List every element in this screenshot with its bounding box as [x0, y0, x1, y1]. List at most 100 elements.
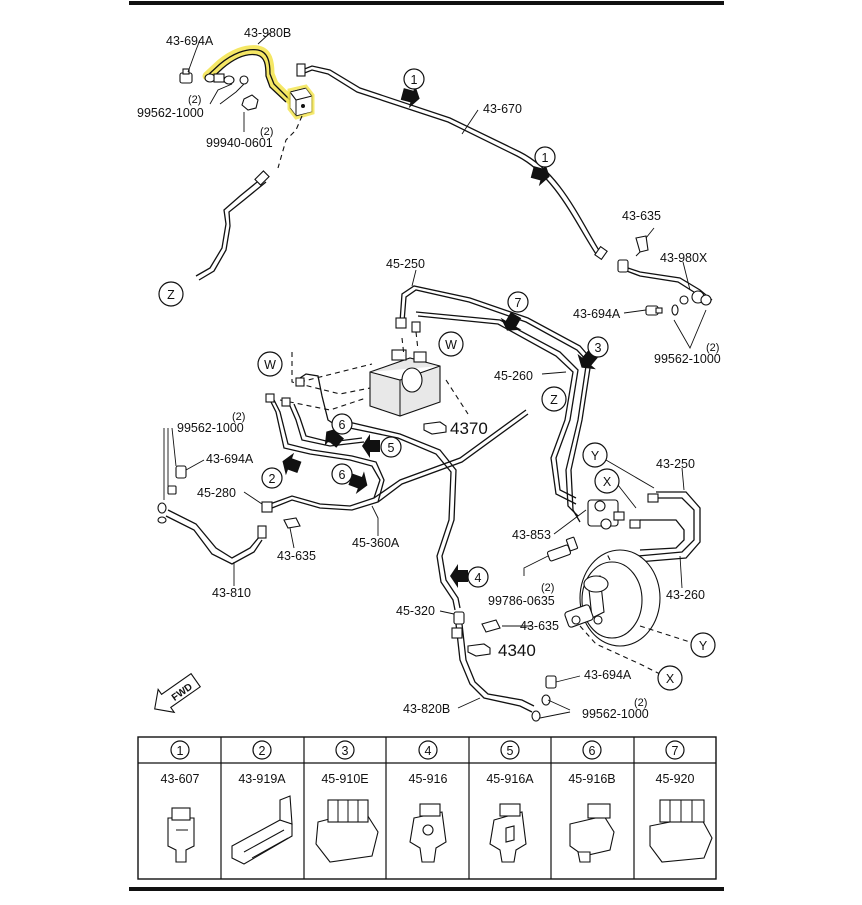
callout-1b-text: 1 [542, 151, 549, 165]
pipe-left-upper-inner [271, 399, 385, 511]
pipe-to-z [195, 177, 263, 277]
washer-left-2 [157, 516, 167, 524]
pipe-45-320-inner [339, 425, 456, 611]
dash-hu-2 [299, 363, 373, 383]
callout-W-left: W [257, 351, 283, 377]
callout-5: 5 [380, 436, 402, 458]
pipe-45-320 [339, 419, 461, 609]
callout-7-text: 7 [515, 296, 522, 310]
callout-Z-mid-text: Z [550, 393, 558, 407]
label-43-810: 43-810 [212, 586, 251, 600]
callout-W-left-text: W [264, 358, 276, 372]
washer-left-1 [157, 502, 167, 514]
label-qty-f: (2) [634, 697, 647, 709]
legend-num-4: 4 [425, 744, 432, 758]
label-45-280: 45-280 [197, 486, 236, 500]
label-45-260-top: 45-260 [494, 369, 533, 383]
label-43-820B: 43-820B [403, 702, 450, 716]
label-43-260: 43-260 [666, 588, 705, 602]
label-99940: 99940-0601 [206, 136, 273, 150]
arrow-1a [400, 84, 420, 109]
dash-hu-3 [279, 397, 367, 411]
fitting-45-280 [261, 501, 273, 513]
label-qty-c: (2) [706, 342, 719, 354]
clip-43-919A-icon [231, 795, 293, 865]
legend-num-1: 1 [177, 744, 184, 758]
legend-part-5: 45-916A [486, 772, 534, 786]
pipe-45-250 [399, 285, 593, 361]
fitting-45-250 [395, 317, 407, 329]
dash-4370 [445, 379, 469, 415]
callout-6b: 6 [331, 463, 353, 485]
callout-1a: 1 [403, 68, 425, 90]
legend-num-3: 3 [342, 744, 349, 758]
label-43-694A-bottom: 43-694A [584, 668, 632, 682]
arrow-6a [324, 427, 344, 448]
legend-col-3: 3 45-910E [315, 740, 379, 863]
legend-col-1: 1 43-607 [161, 740, 200, 863]
banjo-980X [679, 290, 712, 306]
label-99562-bottom: 99562-1000 [582, 707, 649, 721]
pipe-43-980B [206, 48, 291, 101]
legend-num-5: 5 [507, 744, 514, 758]
pipe-to-z-inner [198, 181, 267, 281]
bolt-99786 [546, 536, 579, 562]
label-qty-d: (2) [232, 411, 245, 423]
clip-45-910E-icon [315, 799, 379, 863]
legend-num-7: 7 [672, 744, 679, 758]
clip-45-916B-icon [569, 803, 615, 863]
label-43-853: 43-853 [512, 528, 551, 542]
legend-col-4: 4 45-916 [409, 740, 448, 863]
callout-Z-left-text: Z [167, 288, 175, 302]
arrow-6b [348, 471, 368, 494]
clip-45-920-icon [649, 799, 713, 863]
bottom-rule [129, 887, 724, 891]
pipe-43-670-inner [301, 69, 597, 255]
washer-right [671, 304, 679, 316]
dash-hu-4 [401, 337, 405, 357]
hose-43-820B-inner [461, 623, 535, 707]
pipe-to-z2 [373, 409, 527, 499]
dashed-junction-down [277, 115, 303, 169]
label-43-635-top: 43-635 [622, 209, 661, 223]
callout-W-right-text: W [445, 338, 457, 352]
clip-43-635-top [635, 235, 649, 257]
fitting-43-260 [629, 519, 641, 529]
pointing-hand-icon-4340 [467, 643, 491, 657]
fitting-980X-left [617, 259, 629, 273]
legend-col-7: 7 45-920 [649, 740, 713, 863]
pipe-to-z2-inner [377, 413, 529, 503]
leader-lines [163, 32, 707, 719]
arrow-4 [450, 564, 468, 588]
arrow-5 [362, 434, 380, 458]
pipe-45-260-b [565, 365, 587, 517]
fitting-43-694A-top [179, 68, 193, 84]
bolt-43-694A-right [645, 305, 663, 316]
legend-part-1: 43-607 [161, 772, 200, 786]
callout-X-bottom: X [657, 665, 683, 691]
fitting-left-3 [265, 393, 275, 403]
dash-hu-1 [291, 352, 371, 395]
highlight-junction [287, 84, 315, 120]
label-43-635-left: 43-635 [277, 549, 316, 563]
fitting-left-2 [281, 397, 291, 407]
hose-43-810-inner [165, 515, 263, 565]
callout-1a-text: 1 [411, 73, 418, 87]
lead-X-top [617, 484, 637, 509]
pipe-45-250-inner [403, 289, 589, 363]
clip-45-916-icon [409, 803, 447, 863]
label-99562-top: 99562-1000 [137, 106, 204, 120]
label-4370: 4370 [450, 419, 488, 438]
fitting-left-top [295, 377, 305, 387]
callout-6b-text: 6 [339, 468, 346, 482]
label-qty-a: (2) [188, 94, 201, 106]
callout-Y-bottom: Y [690, 632, 716, 658]
pipe-43-980X [621, 265, 713, 301]
legend-col-2: 2 43-919A [231, 740, 293, 865]
fitting-z-pipe [254, 170, 270, 186]
label-43-694A-right: 43-694A [573, 307, 621, 321]
banjo-bolt-top [213, 73, 225, 83]
clip-43-607-icon [167, 807, 195, 863]
bolt-43-694A-left [167, 465, 187, 495]
label-99562-left: 99562-1000 [177, 421, 244, 435]
